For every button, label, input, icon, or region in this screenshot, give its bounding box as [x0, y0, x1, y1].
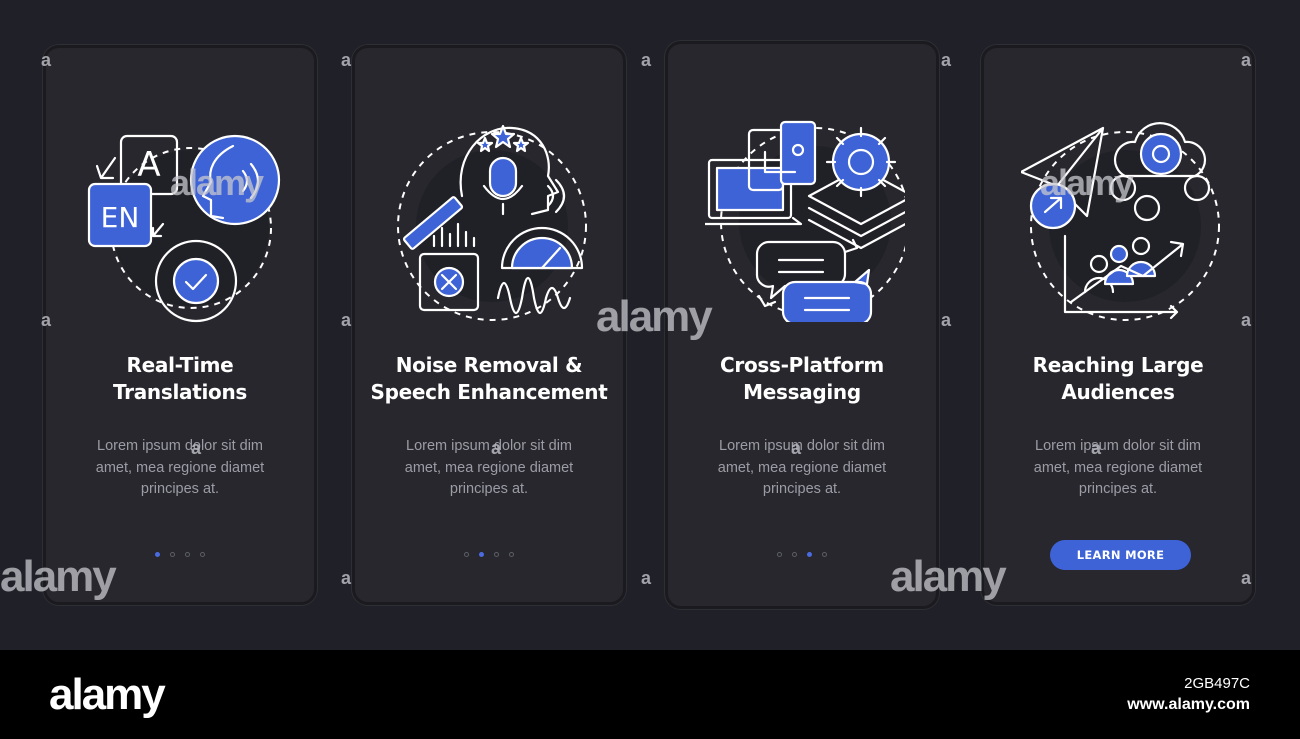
watermark-a: a [1241, 568, 1252, 588]
watermark-alamy: alamy [1040, 162, 1134, 203]
chat-bubble-outline-icon [755, 240, 847, 300]
learn-more-button[interactable]: LEARN MORE [1050, 540, 1191, 570]
page-indicator[interactable] [46, 552, 314, 557]
waveform-icon [432, 222, 476, 248]
screen-description: Lorem ipsum dolor sit dim amet, mea regi… [717, 438, 887, 497]
trash-bin-icon [418, 252, 480, 312]
watermark-a: a [1241, 310, 1252, 330]
svg-text:EN: EN [101, 201, 140, 234]
messaging-illustration [705, 120, 905, 322]
audience-illustration [1021, 122, 1220, 321]
screen-description: Lorem ipsum dolor sit dim amet, mea regi… [1033, 438, 1203, 497]
head-profile-icon [459, 126, 560, 216]
screen-title: Real-Time Translations [113, 353, 247, 404]
footer-url[interactable]: www.alamy.com [1127, 696, 1250, 713]
page-dot-4[interactable] [509, 552, 514, 557]
translation-illustration: A EN [87, 134, 281, 323]
en-badge-icon [87, 182, 153, 248]
watermark-a: a [41, 50, 52, 70]
page-dot-2[interactable] [792, 552, 797, 557]
page-dot-4[interactable] [822, 552, 827, 557]
cloud-icon [1113, 122, 1207, 178]
page-dot-3[interactable] [494, 552, 499, 557]
people-group-icon [1109, 244, 1129, 264]
page-indicator[interactable] [355, 552, 623, 557]
onboarding-screen-2: Noise Removal & Speech Enhancement Lorem… [352, 45, 626, 605]
gear-check-icon [172, 257, 220, 305]
image-id: 2GB497C [1184, 675, 1250, 692]
watermark-a: a [341, 310, 352, 330]
watermark-a: a [641, 568, 652, 588]
watermark-a: a [41, 310, 52, 330]
screen-title: Reaching Large Audiences [1032, 353, 1204, 404]
cloud-gear-icon [1139, 132, 1183, 176]
watermark-alamy: alamy [890, 552, 1007, 601]
phone-icon [779, 120, 817, 186]
star-icon [490, 124, 516, 149]
watermark-alamy: alamy [170, 162, 264, 203]
microphone-icon [488, 156, 518, 198]
screen-description: Lorem ipsum dolor sit dim amet, mea regi… [95, 438, 265, 497]
page-dot-3[interactable] [185, 552, 190, 557]
onboarding-screen-4: Reaching Large Audiences Lorem ipsum dol… [981, 45, 1255, 605]
watermark-a: a [1241, 50, 1252, 70]
onboarding-screen-3: Cross-Platform Messaging Lorem ipsum dol… [665, 41, 939, 609]
watermark-a: a [791, 438, 802, 458]
chart-axis-icon [1063, 234, 1179, 320]
watermark-a: a [191, 438, 202, 458]
stage: A EN Real-Time Translations Lorem ipsum … [0, 41, 1255, 609]
paper-plane-icon [1021, 126, 1105, 218]
clock-ring-icon [154, 239, 238, 323]
watermark-a: a [941, 50, 952, 70]
screen-title: Noise Removal & Speech Enhancement [370, 353, 608, 404]
watermark-alamy: alamy [596, 292, 713, 341]
page-dot-2[interactable] [170, 552, 175, 557]
page-dot-1[interactable] [155, 552, 160, 557]
watermark-a: a [491, 438, 502, 458]
page-dot-4[interactable] [200, 552, 205, 557]
screen-title: Cross-Platform Messaging [720, 353, 884, 404]
onboarding-screen-1: A EN Real-Time Translations Lorem ipsum … [43, 45, 317, 605]
gauge-icon [500, 226, 584, 270]
watermark-a: a [641, 50, 652, 70]
soundwave-icon [496, 276, 572, 315]
page-dot-1[interactable] [464, 552, 469, 557]
svg-text:A: A [137, 145, 160, 185]
page-dot-2[interactable] [479, 552, 484, 557]
screen-description: Lorem ipsum dolor sit dim amet, mea regi… [404, 438, 574, 497]
page-dot-3[interactable] [807, 552, 812, 557]
growth-arrow-icon [1069, 240, 1185, 304]
noise-removal-illustration [397, 124, 587, 321]
footer-logo: alamy [49, 670, 166, 719]
speaking-head-icon [189, 134, 281, 226]
watermark-alamy: alamy [0, 552, 117, 601]
watermark-a: a [341, 568, 352, 588]
page-indicator[interactable] [668, 552, 936, 557]
page-dot-1[interactable] [777, 552, 782, 557]
watermark-a: a [941, 310, 952, 330]
watermark-a: a [1091, 438, 1102, 458]
watermark-a: a [341, 50, 352, 70]
footer-bar: alamy 2GB497C www.alamy.com [0, 650, 1300, 739]
user-icon [1109, 174, 1137, 202]
